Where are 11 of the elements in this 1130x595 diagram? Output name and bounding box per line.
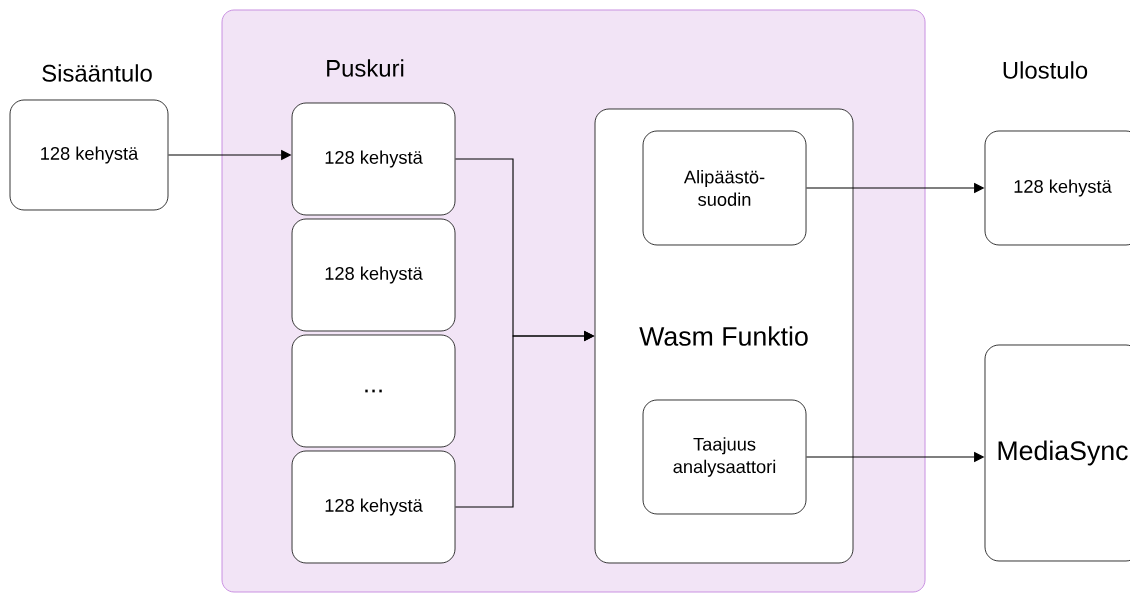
output-box: MediaSync [984,344,1130,562]
buffer-box: ... [291,334,456,448]
buffer-box: 128 kehystä [291,450,456,564]
analyzer-box: Taajuus analysaattori [642,399,807,515]
frame-box: 128 kehystä [9,99,169,211]
section-heading: Puskuri [327,59,404,77]
filter-box: Alipäästö- suodin [642,130,807,246]
section-heading: Ulostulo [1003,61,1088,79]
buffer-box: 128 kehystä [291,102,456,216]
buffer-box: 128 kehystä [291,218,456,332]
output-box: 128 kehystä [984,130,1130,246]
